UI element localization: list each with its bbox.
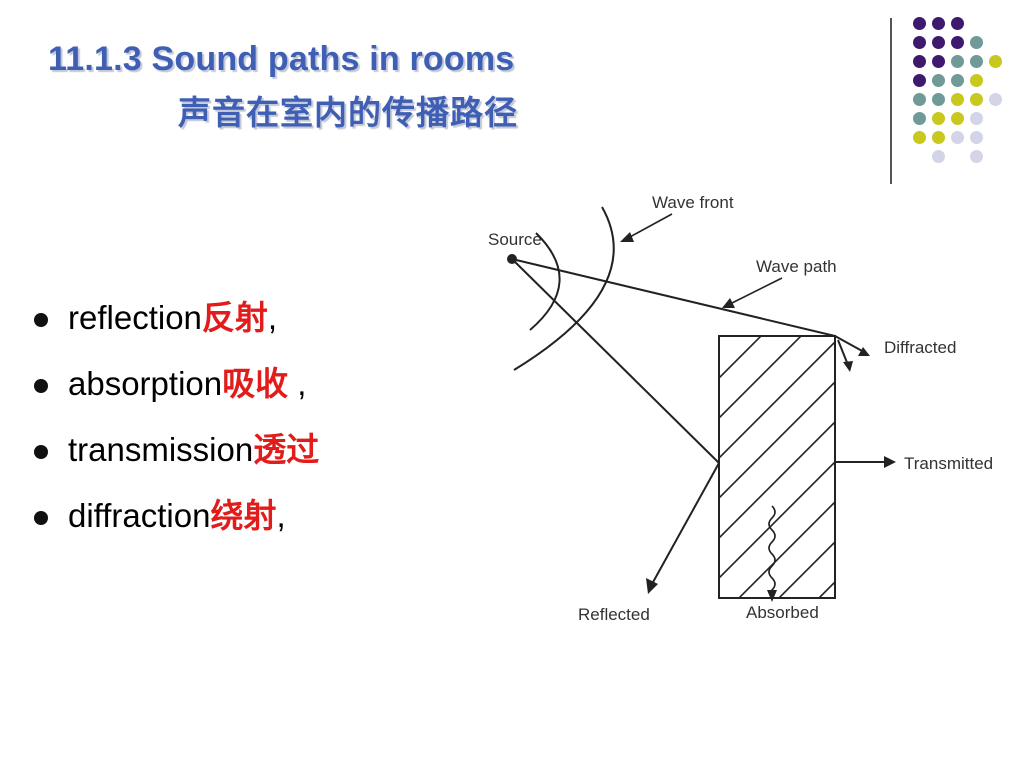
decorative-dot-icon [970, 93, 983, 106]
bullet-item: absorption吸收 , [32, 358, 319, 424]
bullet-dot-icon [34, 379, 48, 393]
bullet-text: reflection [68, 299, 202, 336]
bullet-chinese-term: 吸收 [222, 365, 289, 402]
label-diffracted: Diffracted [884, 338, 956, 357]
wall [718, 335, 836, 599]
bullet-item: diffraction绕射, [32, 490, 319, 556]
bullet-chinese-term: 绕射 [210, 497, 277, 534]
bullet-suffix: , [288, 365, 307, 402]
decorative-divider [890, 18, 892, 184]
diffracted-arrow-1 [834, 335, 865, 353]
bullet-suffix: , [276, 497, 286, 534]
slide-title: 11.1.3 Sound paths in rooms [48, 40, 515, 78]
label-transmitted: Transmitted [904, 454, 993, 473]
decorative-dot-icon [932, 36, 945, 49]
bullet-chinese-term: 反射 [201, 299, 268, 336]
decorative-dot-icon [913, 131, 926, 144]
arrowhead-icon [620, 232, 634, 242]
decorative-dot-icon [913, 112, 926, 125]
decorative-dot-icon [913, 93, 926, 106]
bullet-suffix: , [267, 299, 278, 336]
decorative-dot-icon [932, 131, 945, 144]
decorative-dot-icon [951, 112, 964, 125]
decorative-dot-icon [932, 112, 945, 125]
decorative-dot-icon [951, 131, 964, 144]
label-wave-front: Wave front [652, 193, 734, 212]
reflected-path-line [651, 462, 720, 585]
label-absorbed: Absorbed [746, 603, 819, 622]
decorative-dot-icon [913, 74, 926, 87]
bullet-dot-icon [34, 445, 48, 459]
decorative-dot-icon [932, 93, 945, 106]
decorative-dot-icon [951, 36, 964, 49]
label-source: Source [488, 230, 542, 249]
slide-subtitle-chinese: 声音在室内的传播路径 [178, 94, 518, 131]
bullet-item: reflection反射, [32, 292, 319, 358]
decorative-dot-icon [970, 131, 983, 144]
bullet-item: transmission透过 [32, 424, 319, 490]
arrowhead-icon [722, 298, 735, 308]
decorative-dot-icon [989, 93, 1002, 106]
arrowhead-icon [843, 361, 853, 372]
incident-path-line [511, 258, 720, 464]
decorative-dot-icon [932, 55, 945, 68]
bullet-dot-icon [34, 511, 48, 525]
wave-path-line [511, 258, 836, 337]
decorative-dot-icon [932, 150, 945, 163]
bullet-list: reflection反射, absorption吸收 , transmissio… [32, 292, 319, 556]
decorative-dot-icon [951, 55, 964, 68]
absorbed-arrowhead-icon [767, 590, 777, 602]
wave-front-outer [513, 206, 615, 371]
decorative-dot-icon [989, 55, 1002, 68]
decorative-dot-icon [970, 112, 983, 125]
wave-front-pointer [627, 213, 673, 239]
decorative-dot-icon [951, 93, 964, 106]
decorative-dot-icon [970, 36, 983, 49]
bullet-text: absorption [68, 365, 223, 402]
wave-front-inner [529, 232, 561, 331]
decorative-dot-icon [970, 74, 983, 87]
decorative-dot-icon [951, 17, 964, 30]
bullet-dot-icon [34, 313, 48, 327]
decorative-dot-icon [913, 55, 926, 68]
decorative-dot-icon [913, 17, 926, 30]
decorative-dot-icon [970, 150, 983, 163]
decorative-dot-icon [932, 74, 945, 87]
diffracted-arrow-2 [837, 339, 849, 366]
bullet-chinese-term: 透过 [253, 431, 320, 468]
wave-path-pointer [729, 277, 783, 305]
absorbed-squiggle [768, 505, 776, 598]
decorative-dot-icon [970, 55, 983, 68]
label-wave-path: Wave path [756, 257, 837, 276]
decorative-dot-icon [913, 36, 926, 49]
arrowhead-icon [884, 456, 896, 468]
bullet-text: diffraction [68, 497, 211, 534]
reflected-arrowhead-icon [646, 578, 658, 594]
bullet-text: transmission [68, 431, 254, 468]
decorative-dot-icon [951, 74, 964, 87]
arrowhead-icon [858, 347, 870, 356]
decorative-dot-icon [932, 17, 945, 30]
label-reflected: Reflected [578, 605, 650, 624]
